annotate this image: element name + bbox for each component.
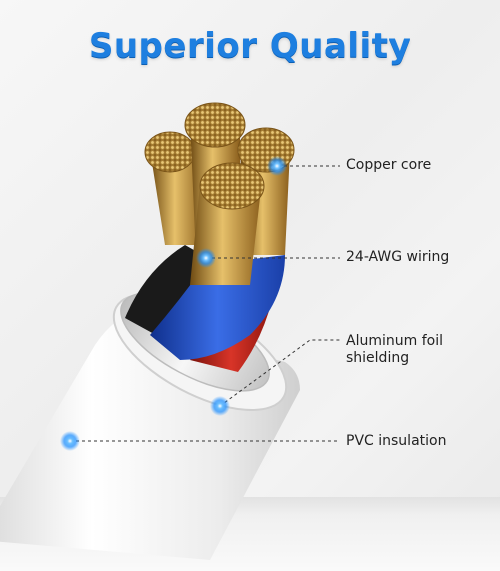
label-copper-core: Copper core <box>346 157 432 173</box>
leader-lines <box>70 165 340 442</box>
blue-wire <box>150 255 285 360</box>
glowing-dot-icon <box>196 248 216 268</box>
glowing-dot-icon <box>210 396 230 416</box>
label-aluminum-foil: Aluminum foil shielding <box>346 333 443 366</box>
headline: Superior Quality <box>88 26 412 66</box>
copper-strands <box>144 102 295 285</box>
label-pvc-insulation: PVC insulation <box>346 433 447 449</box>
glowing-dot-icon <box>60 431 80 451</box>
glowing-dot-icon <box>267 156 287 176</box>
label-awg-wiring: 24-AWG wiring <box>346 249 450 265</box>
